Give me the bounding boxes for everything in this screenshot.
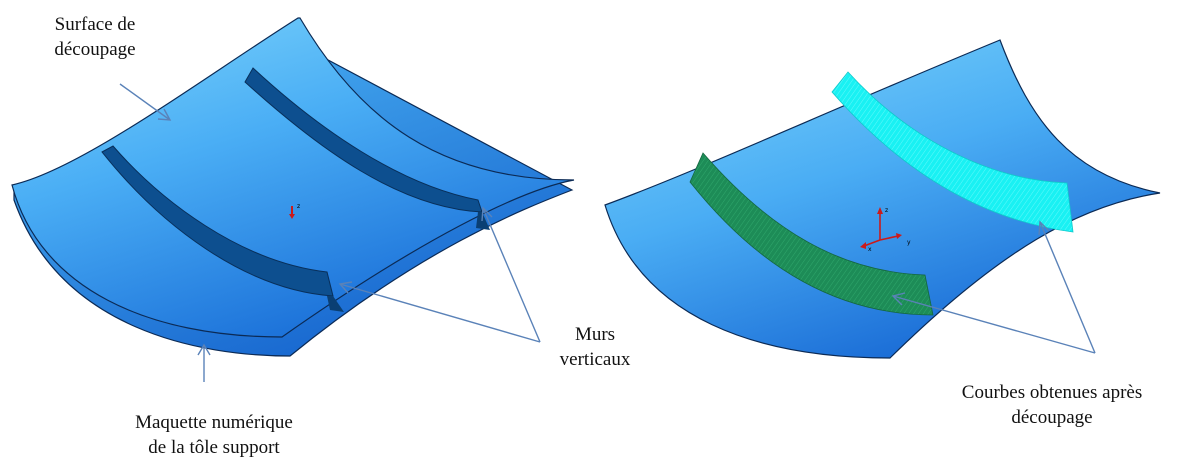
- arrow-courbes-1-head: [891, 292, 906, 306]
- arrow-courbes-2-head: [1038, 220, 1050, 236]
- obtained-curve-front: [689, 152, 934, 316]
- axis-label-z-left: z: [297, 203, 300, 210]
- right-model: z x y: [604, 39, 1161, 359]
- annotation-arrows: [119, 83, 1096, 382]
- left-model: z: [11, 17, 575, 357]
- axis-marker-left: z: [289, 203, 300, 219]
- vertical-wall-back: [244, 67, 483, 213]
- label-surface-decoupage: Surface de découpage: [54, 14, 136, 60]
- axis-label-y-right: y: [907, 239, 911, 246]
- arrow-surface: [119, 83, 171, 121]
- label-murs-verticaux: Murs verticaux: [559, 324, 631, 370]
- vertical-wall-front-lower: [327, 296, 344, 312]
- arrow-surface-head: [157, 108, 172, 121]
- label-courbes: Courbes obtenues après découpage: [961, 382, 1143, 428]
- arrow-murs-2: [482, 207, 541, 343]
- axis-label-z-right: z: [885, 207, 888, 214]
- arrow-murs-2-head: [481, 206, 493, 222]
- obtained-curve-back: [831, 71, 1074, 233]
- vertical-wall-back-lower: [476, 212, 490, 230]
- arrow-courbes-2: [1039, 221, 1096, 354]
- arrow-courbes-1: [892, 295, 1096, 354]
- label-maquette: Maquette numérique de la tôle support: [135, 412, 293, 458]
- vertical-wall-front: [101, 145, 334, 297]
- axis-triad-right: z x y: [860, 207, 911, 253]
- cutting-surface: [11, 17, 575, 338]
- arrow-murs-1-head: [338, 281, 353, 294]
- arrow-murs-1: [339, 283, 541, 343]
- arrow-maquette-head: [197, 343, 211, 356]
- axis-label-x-right: x: [868, 246, 872, 253]
- cut-surface: [604, 39, 1161, 359]
